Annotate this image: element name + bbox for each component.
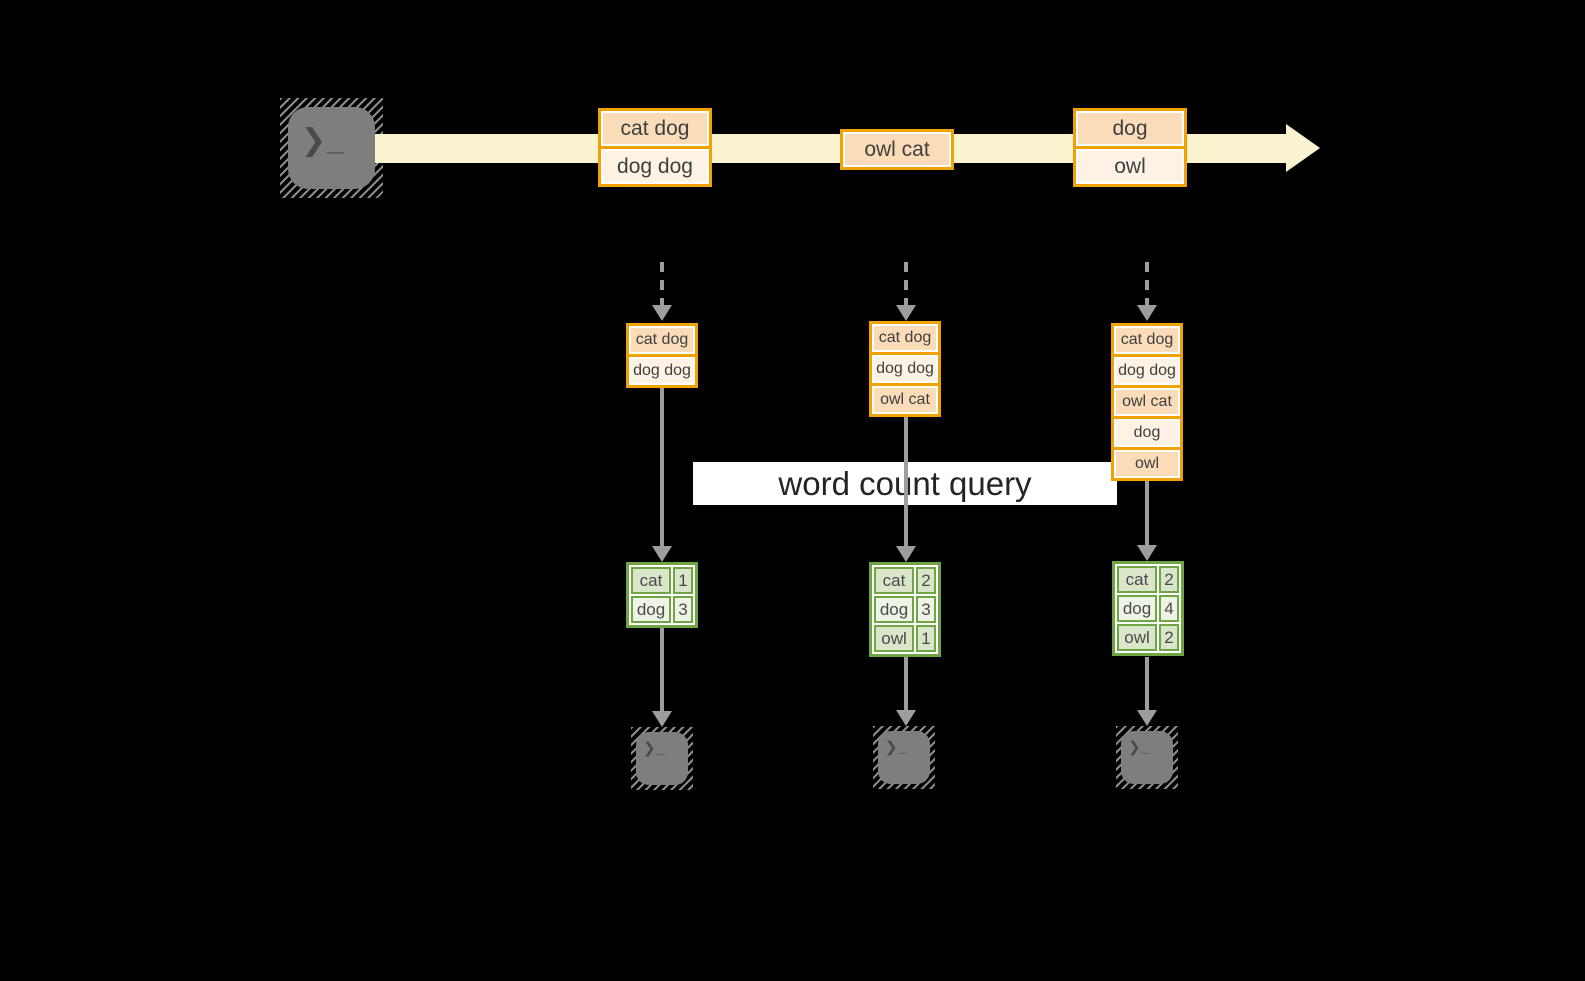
event-line: owl cat — [840, 129, 954, 170]
count-word: owl — [874, 625, 914, 652]
count-word: cat — [1117, 566, 1157, 593]
buffer-line: dog dog — [1111, 354, 1183, 388]
count-table-1: cat 1 dog 3 — [626, 562, 698, 628]
buffer-line: owl — [1111, 447, 1183, 481]
count-value: 2 — [1159, 566, 1179, 593]
count-table-3: cat 2 dog 4 owl 2 — [1112, 561, 1184, 656]
count-value: 3 — [916, 596, 936, 623]
terminal-prompt-icon: ❯_ — [1128, 739, 1151, 756]
event-line: cat dog — [598, 108, 712, 149]
buffer-line: dog — [1111, 416, 1183, 450]
terminal-square: ❯_ — [288, 107, 375, 189]
event-line: dog — [1073, 108, 1187, 149]
buffer-line: dog dog — [869, 352, 941, 386]
stream-event-box-3: dog owl — [1073, 108, 1187, 187]
stream-timeline-arrowhead-icon — [1286, 124, 1320, 172]
event-line: dog dog — [598, 146, 712, 187]
arrowhead-down-icon — [652, 546, 672, 562]
buffer-line: dog dog — [626, 354, 698, 388]
count-value: 2 — [916, 567, 936, 594]
solid-arrow-line — [904, 657, 908, 711]
dashed-arrow-line — [1145, 262, 1149, 305]
count-word: dog — [1117, 595, 1157, 622]
sink-terminal-icon-3: ❯_ — [1116, 726, 1178, 789]
buffer-box-2: cat dog dog dog owl cat — [869, 321, 941, 417]
stream-event-box-2: owl cat — [840, 129, 954, 170]
dashed-arrow-line — [660, 262, 664, 305]
count-value: 1 — [673, 567, 693, 594]
event-line: owl — [1073, 146, 1187, 187]
solid-arrow-line — [1145, 657, 1149, 711]
solid-arrow-line — [660, 388, 664, 547]
arrowhead-down-icon — [896, 710, 916, 726]
sink-terminal-icon-1: ❯_ — [631, 727, 693, 790]
buffer-box-3: cat dog dog dog owl cat dog owl — [1111, 323, 1183, 481]
count-word: dog — [631, 596, 671, 623]
terminal-prompt-icon: ❯_ — [643, 740, 666, 757]
buffer-line: cat dog — [1111, 323, 1183, 357]
buffer-line: cat dog — [869, 321, 941, 355]
solid-arrow-line — [660, 628, 664, 712]
arrowhead-down-icon — [896, 305, 916, 321]
count-word: dog — [874, 596, 914, 623]
terminal-square: ❯_ — [636, 732, 688, 785]
count-value: 4 — [1159, 595, 1179, 622]
terminal-square: ❯_ — [878, 731, 930, 784]
sink-terminal-icon-2: ❯_ — [873, 726, 935, 789]
count-value: 3 — [673, 596, 693, 623]
count-table-2: cat 2 dog 3 owl 1 — [869, 562, 941, 657]
dashed-arrow-line — [904, 262, 908, 305]
solid-arrow-line — [904, 417, 908, 547]
arrowhead-down-icon — [1137, 710, 1157, 726]
solid-arrow-line — [1145, 481, 1149, 546]
arrowhead-down-icon — [896, 546, 916, 562]
terminal-prompt-icon: ❯_ — [301, 124, 345, 157]
buffer-line: owl cat — [869, 383, 941, 417]
buffer-line: cat dog — [626, 323, 698, 357]
count-word: cat — [874, 567, 914, 594]
arrowhead-down-icon — [652, 305, 672, 321]
arrowhead-down-icon — [652, 711, 672, 727]
source-terminal-icon: ❯_ — [280, 98, 383, 198]
buffer-box-1: cat dog dog dog — [626, 323, 698, 388]
stream-event-box-1: cat dog dog dog — [598, 108, 712, 187]
buffer-line: owl cat — [1111, 385, 1183, 419]
count-word: owl — [1117, 624, 1157, 651]
count-word: cat — [631, 567, 671, 594]
count-value: 2 — [1159, 624, 1179, 651]
terminal-square: ❯_ — [1121, 731, 1173, 784]
arrowhead-down-icon — [1137, 545, 1157, 561]
count-value: 1 — [916, 625, 936, 652]
arrowhead-down-icon — [1137, 305, 1157, 321]
terminal-prompt-icon: ❯_ — [885, 739, 908, 756]
